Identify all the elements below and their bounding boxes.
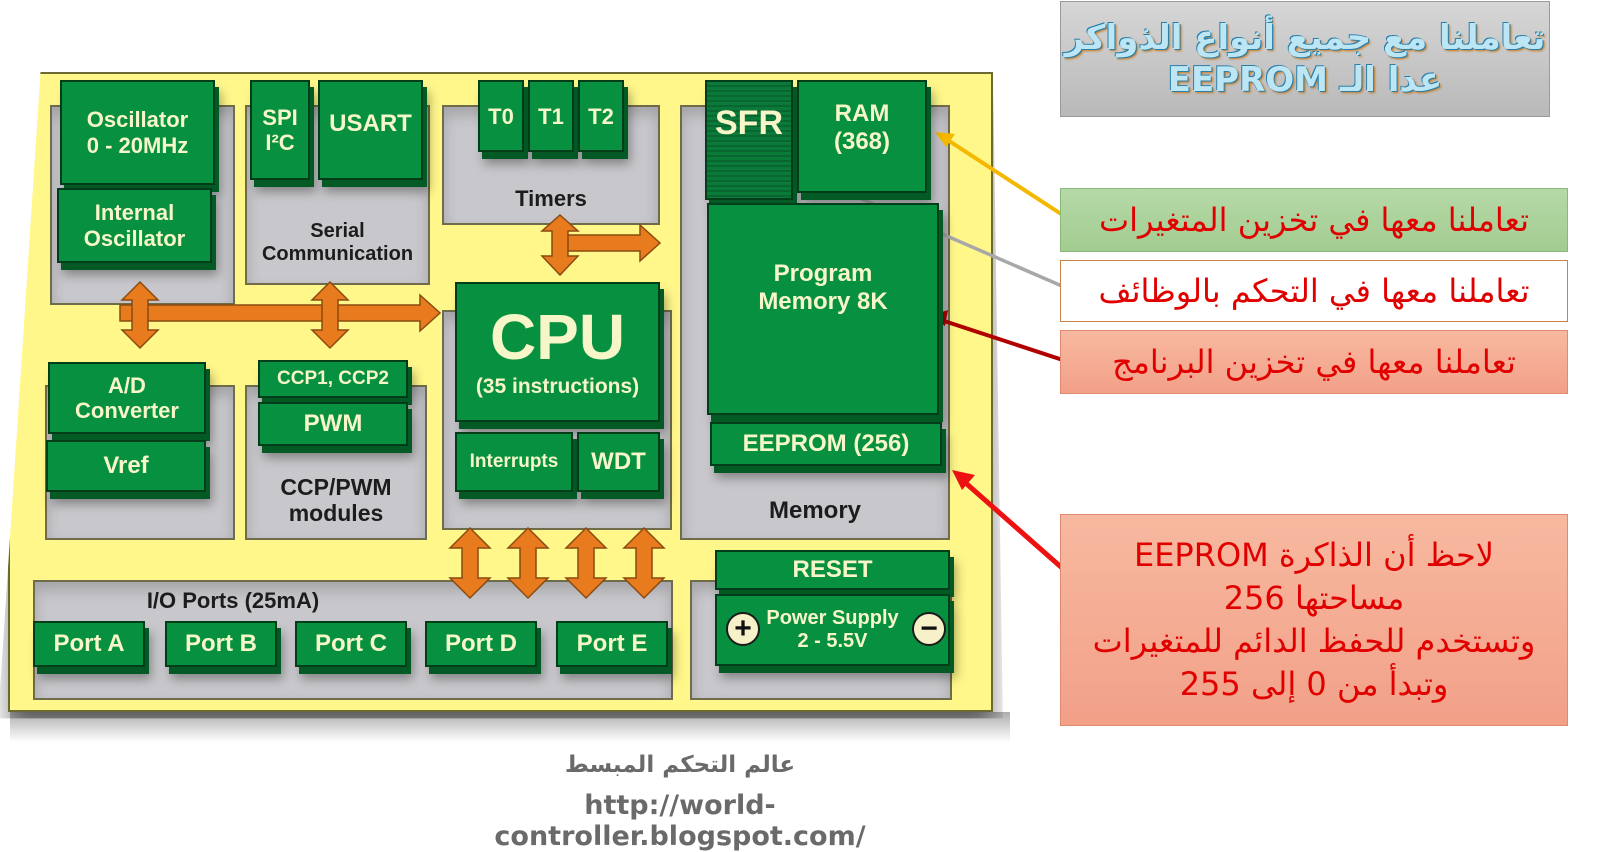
cpu-subtitle: (35 instructions) [475,374,640,398]
port-a-block: Port A [33,621,145,667]
footer-site-name: عالم التحكم المبسط [564,752,796,778]
footer-url: http://world-controller.blogspot.com/ [494,790,866,852]
eeprom-note: لاحظ أن الذاكرة EEPROM مساحتها 256 وتستخ… [1060,514,1568,726]
board-shadow [10,712,1010,742]
vref-block: Vref [46,440,206,492]
bus-arrow-port-2 [506,526,550,600]
callout-line-ram [938,133,1080,227]
bus-arrow-oscillator [120,280,160,350]
spi-label: SPI [262,104,298,130]
interrupts-block: Interrupts [455,432,573,492]
ccp-block: CCP1, CCP2 [258,360,408,398]
port-b-block: Port B [165,621,277,667]
bus-arrow-timers-h [564,223,662,263]
ccp-pwm-modules-label: CCP/PWM modules [280,474,392,527]
power-supply-label: Power Supply 2 - 5.5V [766,607,899,652]
timer-t0-block: T0 [478,80,524,152]
port-e-block: Port E [556,621,668,667]
internal-oscillator-block: Internal Oscillator [57,188,212,263]
wdt-block: WDT [577,432,660,492]
title-note: تعاملنا مع جميع أنواع الذواكر عدا الـ EE… [1060,1,1550,117]
callout-line-program [934,316,1079,367]
bus-arrow-port-3 [564,526,608,600]
ad-converter-block: A/D Converter [48,362,206,434]
serial-communication-label: Serial Communication [261,220,414,265]
timer-t2-block: T2 [578,80,624,152]
ram-block: RAM (368) [797,80,927,193]
usart-block: USART [318,80,423,180]
program-memory-block: Program Memory 8K [707,203,939,415]
bus-arrow-port-4 [622,526,666,600]
port-d-block: Port D [425,621,537,667]
spi-i2c-block: SPI I²C [250,80,310,180]
callout-line-eeprom [958,476,1080,584]
program-note: تعاملنا معها في تخزين البرنامج [1060,330,1568,394]
minus-terminal-icon: − [912,612,946,646]
memory-label: Memory [768,497,862,524]
ram-note: تعاملنا معها في تخزين المتغيرات [1060,188,1568,252]
oscillator-block: Oscillator 0 - 20MHz [60,80,215,185]
sfr-note: تعاملنا معها في التحكم بالوظائف [1060,260,1568,322]
plus-terminal-icon: + [726,612,760,646]
timer-t1-block: T1 [528,80,574,152]
timers-label: Timers [515,186,587,211]
callout-arrowhead-ram [935,132,955,147]
port-c-block: Port C [295,621,407,667]
sfr-block: SFR [705,80,793,200]
bus-arrow-port-1 [448,526,492,600]
cpu-block: CPU (35 instructions) [455,282,660,422]
callout-arrowhead-program [930,310,948,326]
pwm-block: PWM [258,402,408,446]
reset-block: RESET [715,550,950,590]
bus-arrow-left [119,293,442,333]
callout-arrowhead-eeprom [952,470,975,490]
io-ports-label: I/O Ports (25mA) [146,588,320,613]
cpu-title: CPU [489,300,626,373]
bus-arrow-serial [310,280,350,350]
i2c-label: I²C [265,130,295,155]
eeprom-block: EEPROM (256) [710,422,942,466]
bus-arrow-timers-v [540,213,580,277]
